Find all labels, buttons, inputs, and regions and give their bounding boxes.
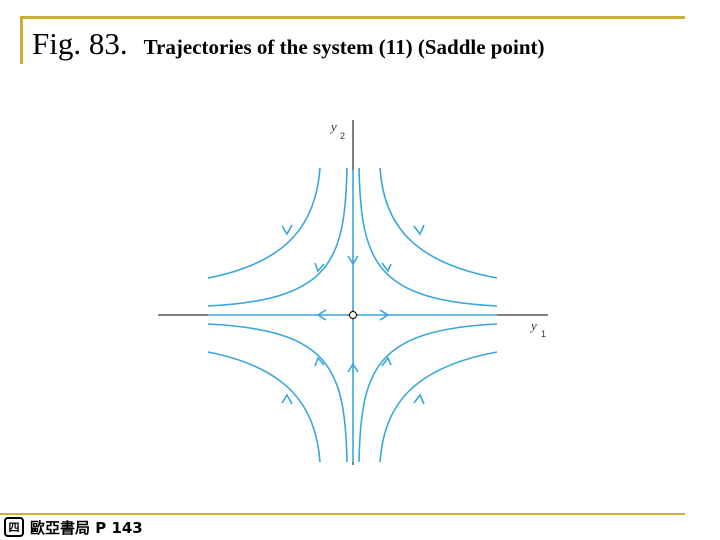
direction-arrows	[281, 224, 425, 405]
header-rule	[20, 16, 685, 19]
trajectory-ll-1	[207, 351, 321, 463]
arrow-down-axis	[347, 362, 359, 373]
arrow-ul-2	[314, 262, 325, 273]
arrow-ll-2	[314, 356, 325, 367]
y1-axis-subscript: 1	[541, 329, 546, 339]
arrow-right-axis	[379, 309, 390, 321]
arrow-lr-1	[413, 393, 425, 405]
slide-title: Fig. 83. Trajectories of the system (11)…	[32, 26, 545, 62]
trajectory-lr-2	[358, 323, 498, 463]
trajectory-ul-2	[207, 167, 348, 307]
arrow-left-axis	[316, 309, 327, 321]
publisher-logo: 四	[4, 517, 24, 537]
trajectory-ll-2	[207, 323, 348, 463]
figure-caption: Trajectories of the system (11) (Saddle …	[143, 35, 545, 59]
figure-label: Fig. 83.	[32, 26, 128, 61]
arrow-up-axis	[347, 255, 359, 266]
arrow-ul-1	[281, 224, 293, 236]
trajectory-lr-1	[379, 351, 498, 463]
arrow-ll-1	[281, 393, 293, 405]
y2-axis-subscript: 2	[340, 131, 345, 141]
trajectory-ul-1	[207, 167, 321, 279]
publisher-page-text: 歐亞書局 P 143	[30, 518, 143, 537]
arrow-lr-2	[381, 356, 392, 367]
footer: 四 歐亞書局 P 143	[4, 516, 143, 538]
arrow-ur-2	[381, 262, 392, 273]
trajectory-ur-1	[379, 167, 498, 279]
arrow-ur-1	[413, 224, 425, 236]
trajectories	[207, 167, 498, 463]
saddle-point-origin	[349, 311, 357, 319]
trajectory-ur-2	[358, 167, 498, 307]
y1-axis-label: y	[529, 318, 537, 333]
footer-rule	[0, 513, 685, 515]
y2-axis-label: y	[329, 119, 337, 134]
header-left-rule	[20, 16, 23, 64]
